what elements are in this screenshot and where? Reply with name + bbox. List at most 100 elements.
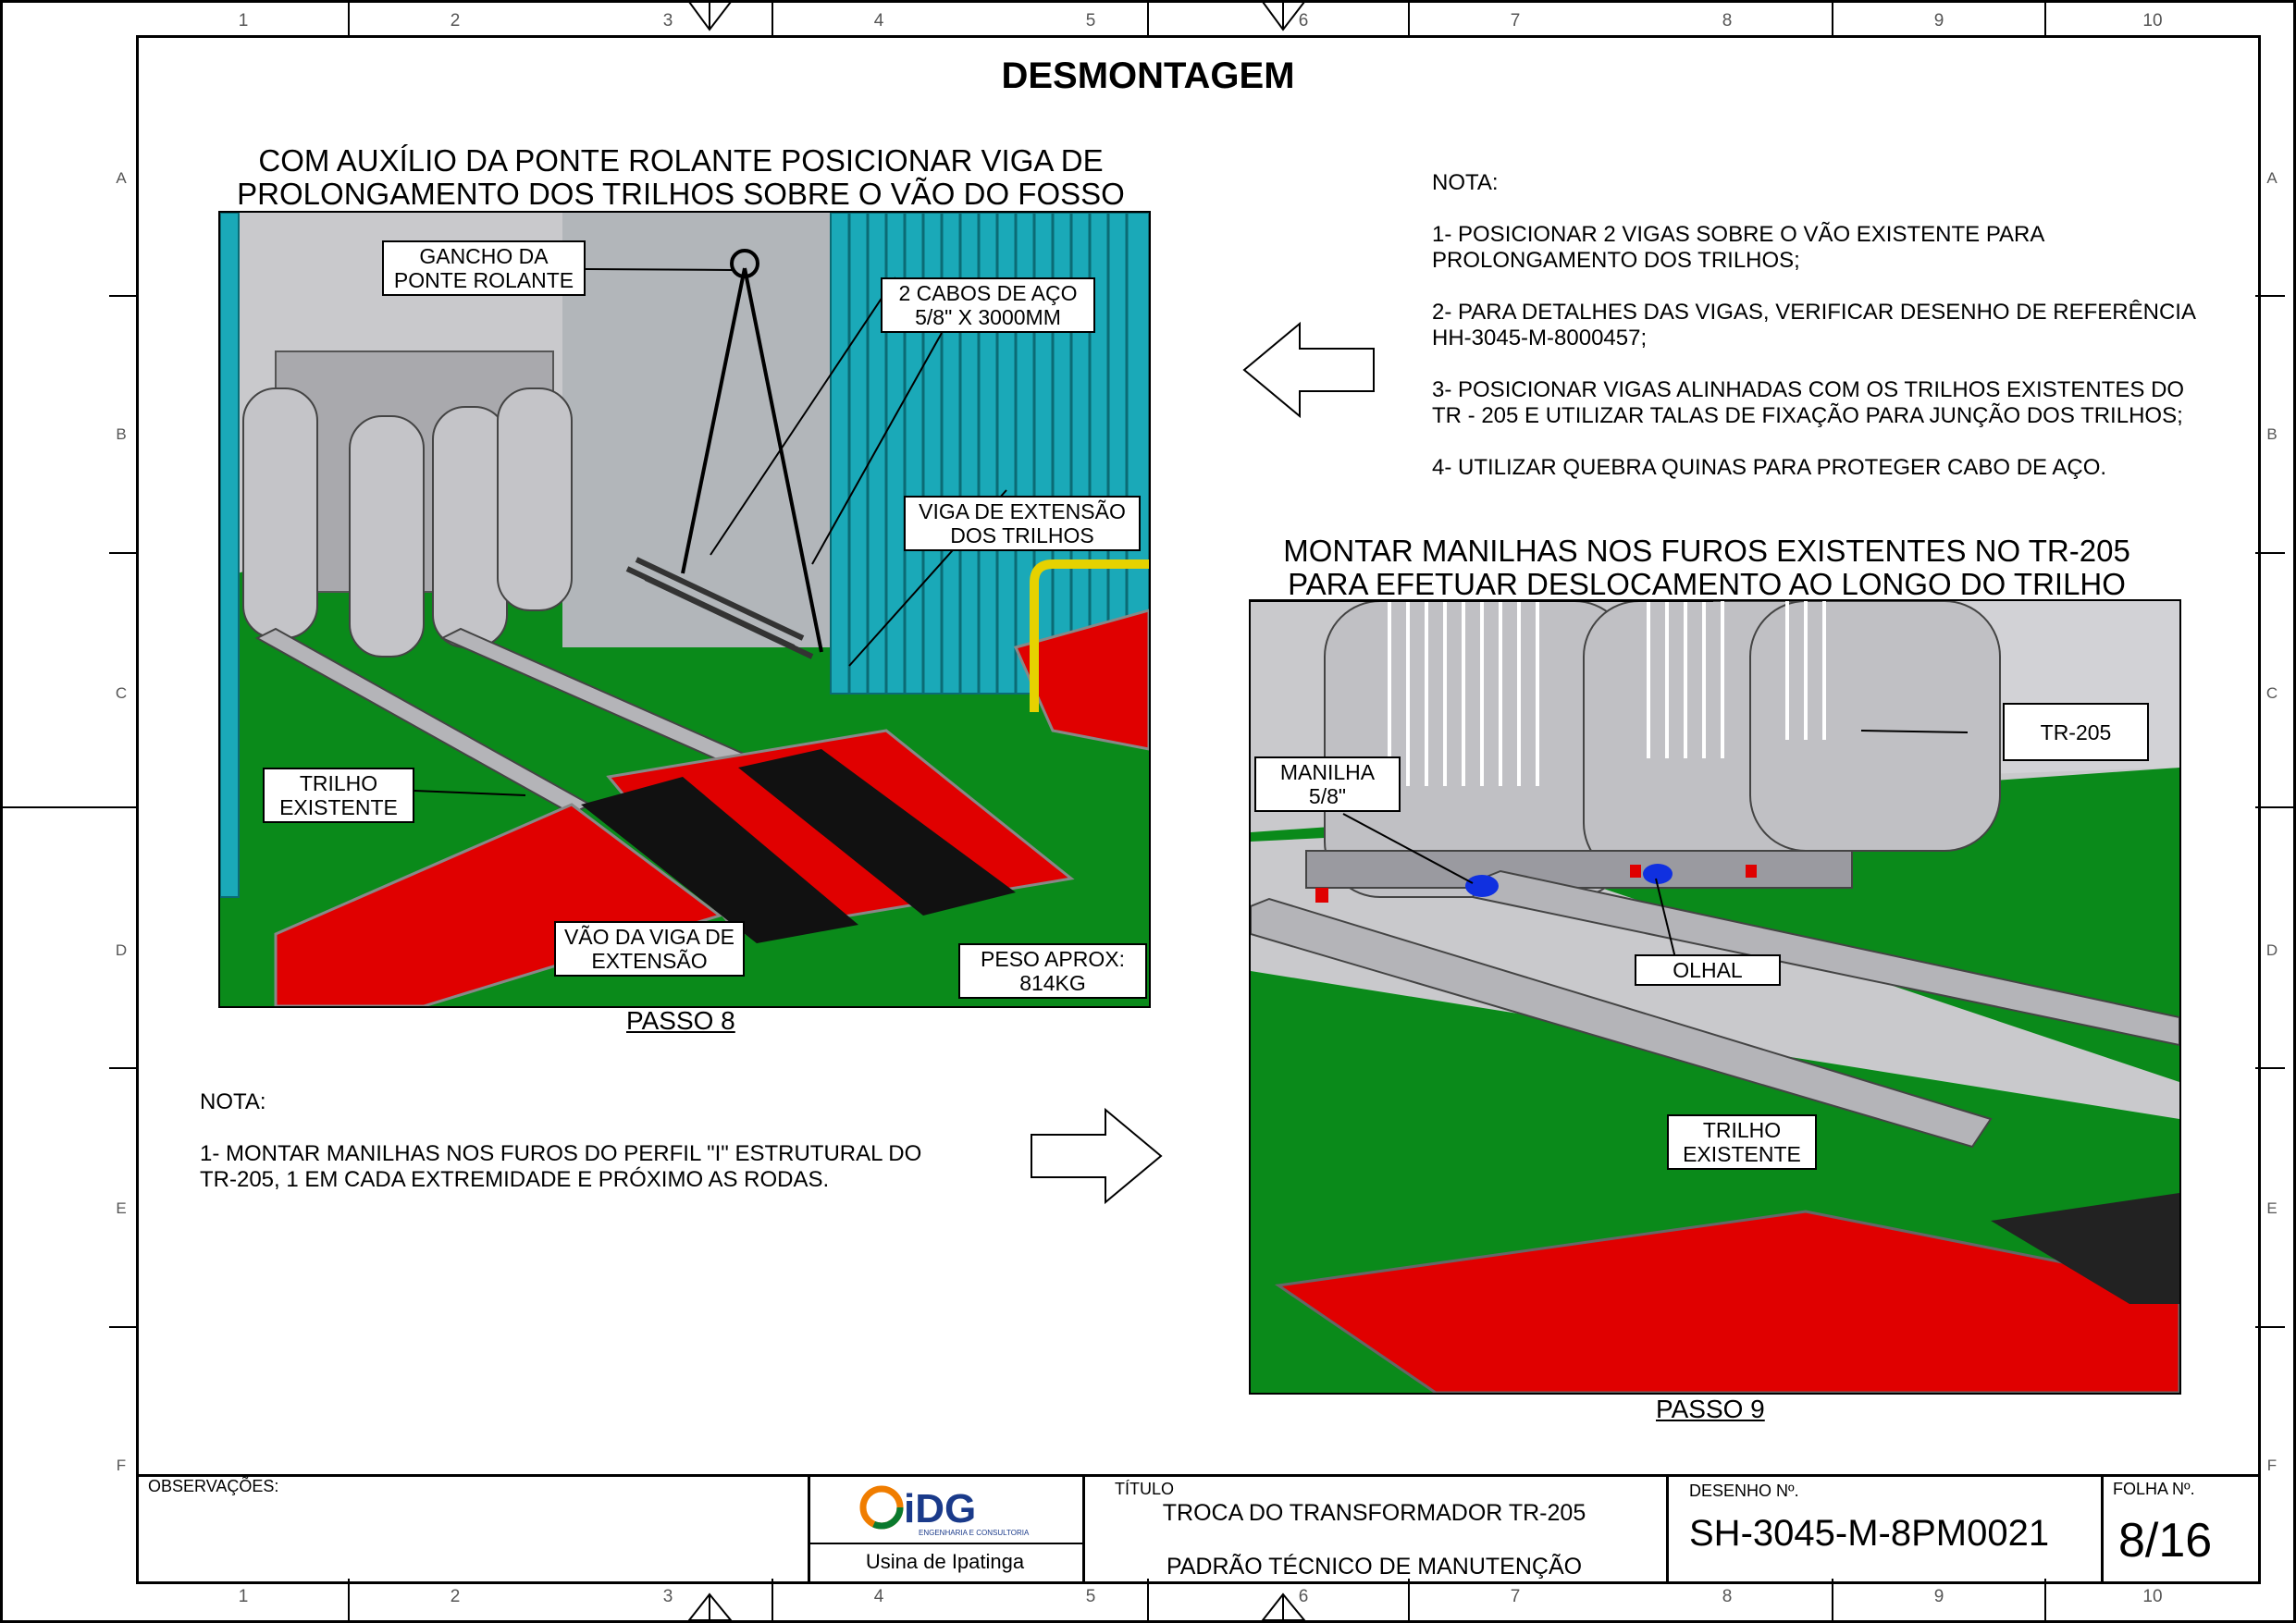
zone-label: 9 <box>1933 11 1944 31</box>
callout-text: EXISTENTE <box>1683 1142 1801 1166</box>
callout-text: 5/8" X 3000MM <box>915 305 1061 329</box>
idg-logo: iDG ENGENHARIA E CONSULTORIA <box>859 1485 1030 1537</box>
callout-text: TRILHO <box>299 771 378 795</box>
zone-label: 6 <box>1298 1587 1309 1606</box>
callout-text: DOS TRILHOS <box>950 523 1094 547</box>
zone-label: E <box>116 1199 127 1217</box>
callout-vao: VÃO DA VIGA DE EXTENSÃO <box>554 921 745 977</box>
passo-9: PASSO 9 <box>1656 1395 1765 1423</box>
page-title: DESMONTAGEM <box>1001 55 1295 96</box>
zone-label: 5 <box>1085 11 1096 31</box>
note-item-4: 4- UTILIZAR QUEBRA QUINAS PARA PROTEGER … <box>1432 455 2246 481</box>
zone-label: 6 <box>1298 11 1309 31</box>
zone-label: D <box>2265 941 2278 959</box>
note-item-3: 3- POSICIONAR VIGAS ALINHADAS COM OS TRI… <box>1432 377 2246 429</box>
zone-label: 7 <box>1510 1587 1521 1606</box>
callout-text: OLHAL <box>1673 958 1743 982</box>
callout-text: GANCHO DA <box>419 244 549 268</box>
zone-label: 10 <box>2142 11 2163 31</box>
zone-label: 8 <box>1722 11 1733 31</box>
titulo-line2: PADRÃO TÉCNICO DE MANUTENÇÃO <box>1166 1554 1583 1580</box>
note-line: 1- POSICIONAR 2 VIGAS SOBRE O VÃO EXISTE… <box>1432 222 2045 247</box>
zone-label: 5 <box>1085 1587 1096 1606</box>
step9-heading-line1: MONTAR MANILHAS NOS FUROS EXISTENTES NO … <box>1283 534 2130 568</box>
left-arrow-icon <box>1242 321 1375 419</box>
zone-label: 2 <box>450 11 461 31</box>
note-line: TR - 205 E UTILIZAR TALAS DE FIXAÇÃO PAR… <box>1432 403 2183 428</box>
titulo-label: TÍTULO <box>1115 1480 1175 1498</box>
logo-subtitle: ENGENHARIA E CONSULTORIA <box>919 1529 1030 1537</box>
note-line: 3- POSICIONAR VIGAS ALINHADAS COM OS TRI… <box>1432 377 2185 402</box>
observacoes-label: OBSERVAÇÕES: <box>148 1477 279 1495</box>
note-line: HH-3045-M-8000457; <box>1432 326 1648 350</box>
zone-label: 1 <box>238 11 249 31</box>
note-item-2: 2- PARA DETALHES DAS VIGAS, VERIFICAR DE… <box>1432 300 2246 351</box>
note-title: NOTA: <box>1432 170 1499 195</box>
callout-gancho: GANCHO DA PONTE ROLANTE <box>382 240 586 296</box>
note-line: 4- UTILIZAR QUEBRA QUINAS PARA PROTEGER … <box>1432 455 2107 480</box>
zone-label: C <box>115 684 128 702</box>
zone-label: 4 <box>873 11 884 31</box>
callout-text: EXISTENTE <box>279 795 398 819</box>
step8-illustration <box>218 211 1151 1008</box>
zone-label: D <box>115 941 128 959</box>
callout-text: VIGA DE EXTENSÃO <box>919 499 1126 523</box>
callout-trilho-existente-8: TRILHO EXISTENTE <box>263 768 414 823</box>
note-item-1: 1- POSICIONAR 2 VIGAS SOBRE O VÃO EXISTE… <box>1432 222 2246 274</box>
left-note: NOTA: 1- MONTAR MANILHAS NOS FUROS DO PE… <box>200 1089 1032 1193</box>
callout-trilho-existente-9: TRILHO EXISTENTE <box>1667 1114 1817 1170</box>
callout-text: TRILHO <box>1702 1118 1782 1142</box>
zone-label: 9 <box>1933 1587 1944 1606</box>
zone-label: 8 <box>1722 1587 1733 1606</box>
right-arrow-icon <box>1031 1107 1163 1205</box>
note-line: PROLONGAMENTO DOS TRILHOS; <box>1432 248 1800 273</box>
inner-frame <box>136 35 2261 1584</box>
sheet-number: 8/16 <box>2118 1514 2213 1568</box>
zone-label: F <box>2266 1457 2277 1474</box>
zone-label: 1 <box>238 1587 249 1606</box>
step9-heading: MONTAR MANILHAS NOS FUROS EXISTENTES NO … <box>1244 535 2169 601</box>
zone-label: 10 <box>2142 1587 2163 1606</box>
zone-label: B <box>116 425 127 443</box>
callout-text: PESO APROX: <box>981 947 1125 971</box>
callout-text: PONTE ROLANTE <box>393 268 574 292</box>
zone-label: 7 <box>1510 11 1521 31</box>
callout-text: TR-205 <box>2040 720 2112 744</box>
zone-label: 3 <box>662 1587 673 1606</box>
zone-label: 3 <box>662 11 673 31</box>
callout-text: 2 CABOS DE AÇO <box>898 281 1078 305</box>
passo-8: PASSO 8 <box>626 1006 735 1035</box>
zone-label: B <box>2266 425 2277 443</box>
drawing-number: SH-3045-M-8PM0021 <box>1689 1513 2050 1554</box>
callout-tr205: TR-205 <box>2003 703 2149 761</box>
zone-label: A <box>116 169 127 187</box>
step9-heading-line2: PARA EFETUAR DESLOCAMENTO AO LONGO DO TR… <box>1288 567 2126 601</box>
desenho-label: DESENHO Nº. <box>1689 1482 1799 1500</box>
callout-manilha: MANILHA 5/8" <box>1254 756 1401 812</box>
step8-heading-line2: PROLONGAMENTO DOS TRILHOS SOBRE O VÃO DO… <box>237 177 1125 211</box>
callout-text: 814KG <box>1019 971 1086 995</box>
callout-text: VÃO DA VIGA DE <box>563 925 735 949</box>
note-line: 1- MONTAR MANILHAS NOS FUROS DO PERFIL "… <box>200 1141 922 1166</box>
zone-label: F <box>116 1457 127 1474</box>
right-note: NOTA: 1- POSICIONAR 2 VIGAS SOBRE O VÃO … <box>1432 170 2246 507</box>
titulo-line1: TROCA DO TRANSFORMADOR TR-205 <box>1162 1500 1586 1526</box>
note-title: NOTA: <box>200 1089 266 1114</box>
step8-heading-line1: COM AUXÍLIO DA PONTE ROLANTE POSICIONAR … <box>258 143 1104 178</box>
folha-label: FOLHA Nº. <box>2113 1480 2195 1498</box>
callout-olhal: OLHAL <box>1635 954 1781 986</box>
callout-viga: VIGA DE EXTENSÃO DOS TRILHOS <box>904 496 1141 551</box>
plant-name: Usina de Ipatinga <box>865 1550 1025 1573</box>
zone-label: E <box>2266 1199 2277 1217</box>
zone-label: 2 <box>450 1587 461 1606</box>
logo-text: iDG <box>904 1486 976 1531</box>
step8-heading: COM AUXÍLIO DA PONTE ROLANTE POSICIONAR … <box>218 144 1143 211</box>
callout-cabos: 2 CABOS DE AÇO 5/8" X 3000MM <box>881 277 1095 333</box>
note-line: 2- PARA DETALHES DAS VIGAS, VERIFICAR DE… <box>1432 300 2196 325</box>
callout-text: EXTENSÃO <box>591 949 708 973</box>
zone-label: A <box>2266 169 2277 187</box>
callout-text: 5/8" <box>1308 784 1347 808</box>
note-line: TR-205, 1 EM CADA EXTREMIDADE E PRÓXIMO … <box>200 1167 830 1192</box>
callout-text: MANILHA <box>1279 760 1376 784</box>
